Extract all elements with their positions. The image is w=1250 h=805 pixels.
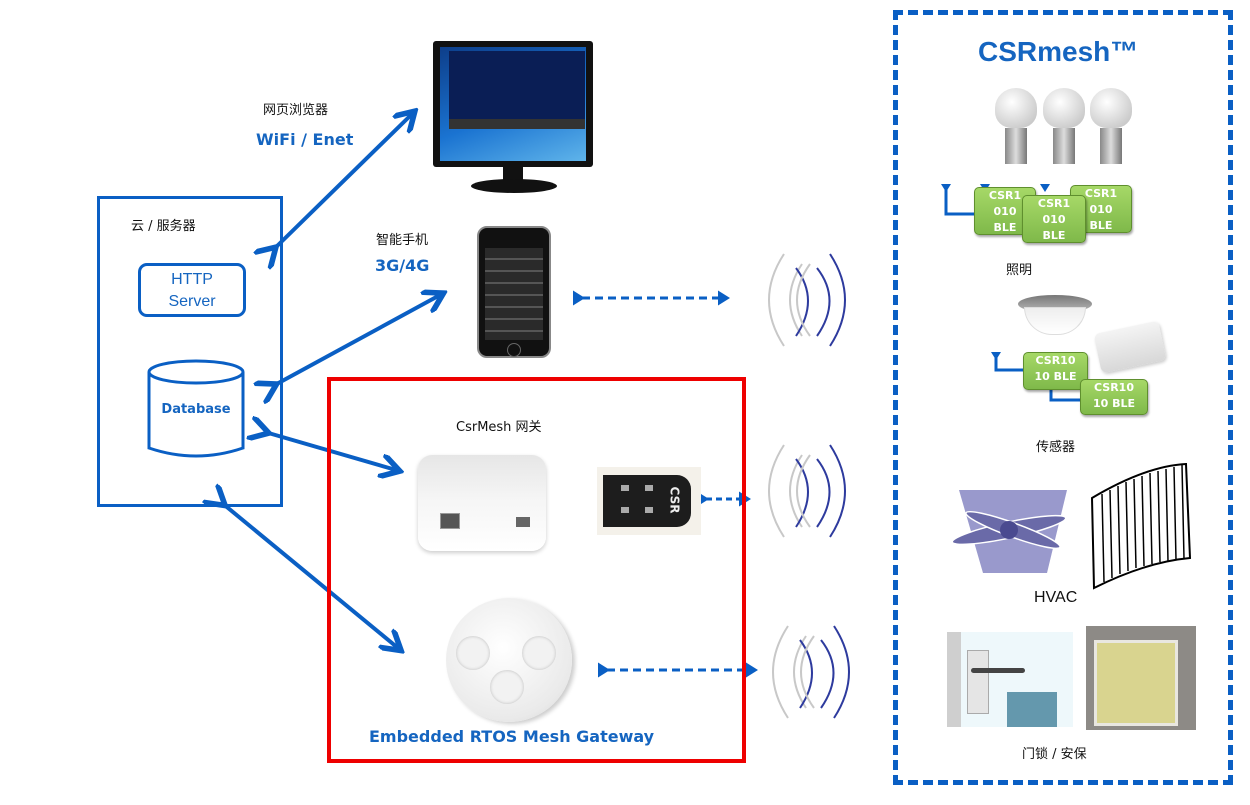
cloud-server-box (97, 196, 283, 507)
ble-chip: CSR10 10 BLE (1080, 379, 1148, 415)
database-icon (147, 359, 245, 458)
lightbulb-icon (1043, 88, 1085, 164)
ble-chip: CSR1 010 BLE (1022, 195, 1086, 243)
embedded-gateway-label: Embedded RTOS Mesh Gateway (369, 727, 655, 746)
lightbulb-icon (1090, 88, 1132, 164)
lighting-label: 照明 (1006, 263, 1033, 278)
http-server-line2: Server (168, 293, 216, 310)
sensor-label: 传感器 (1036, 440, 1076, 455)
router-icon (418, 455, 548, 553)
usb-dongle-brand: CSR (667, 486, 682, 514)
csrmesh-title: CSRmesh™ (978, 36, 1139, 67)
http-server-line1: HTTP (171, 271, 213, 288)
arrow-cloud-embedded (222, 503, 398, 648)
lightbulb-icon (995, 88, 1037, 164)
browser-link-type: WiFi / Enet (256, 130, 354, 149)
wireless-signal-icon (772, 625, 850, 719)
door-lock-image (947, 632, 1073, 727)
wireless-signal-icon (768, 444, 846, 538)
security-label: 门锁 / 安保 (1022, 747, 1087, 762)
cloud-title: 云 / 服务器 (131, 219, 196, 234)
smoke-detector-icon (1018, 295, 1092, 339)
arrow-cloud-phone (273, 295, 440, 386)
phone-link-type: 3G/4G (375, 256, 430, 275)
csrmesh-gateway-label: CsrMesh 网关 (456, 420, 542, 435)
garage-door-image (1086, 626, 1196, 730)
monitor-icon (433, 41, 593, 201)
smartphone-icon (477, 226, 551, 358)
database-label: Database (161, 402, 231, 417)
arrow-cloud-browser (273, 114, 412, 250)
hvac-label: HVAC (1034, 589, 1078, 606)
ceiling-fan-icon (951, 490, 1067, 573)
csrmesh-panel (893, 10, 1233, 785)
wireless-signal-icon (768, 253, 846, 347)
usb-dongle-icon: CSR (597, 467, 701, 535)
browser-label: 网页浏览器 (263, 103, 329, 118)
ble-chip: CSR10 10 BLE (1023, 352, 1088, 390)
http-server-box: HTTP Server (138, 263, 246, 317)
radiator-icon (1090, 462, 1192, 590)
embedded-gateway-device-icon (446, 598, 590, 722)
gateway-group-box (327, 377, 746, 763)
phone-label: 智能手机 (376, 233, 429, 248)
